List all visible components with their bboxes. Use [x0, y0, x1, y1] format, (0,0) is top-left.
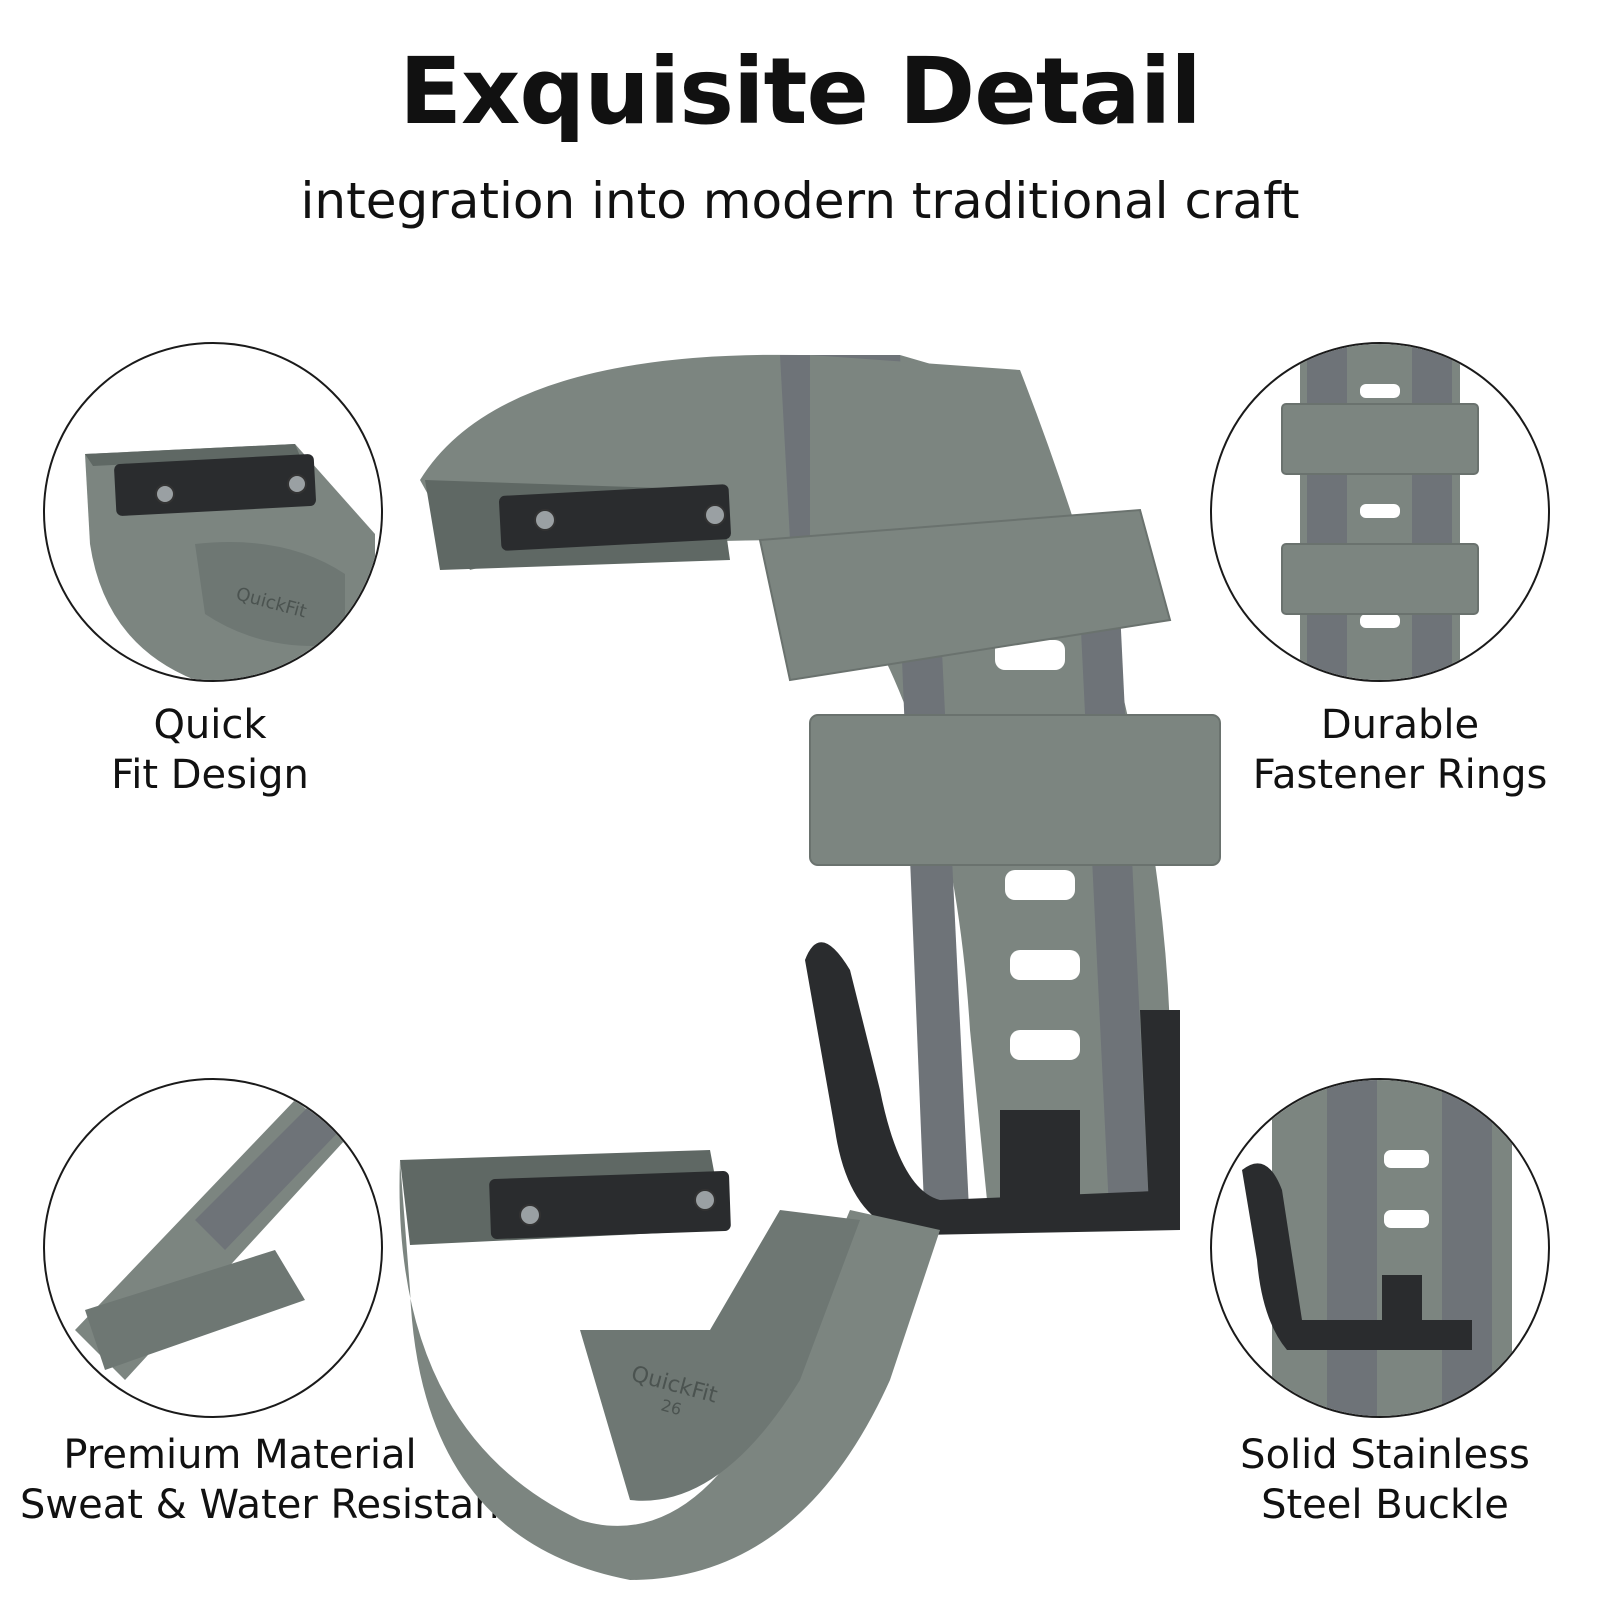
caption-quick-fit: Quick Fit Design [60, 700, 360, 800]
detail-circle-buckle [1210, 1078, 1550, 1418]
detail-circle-quick-fit: QuickFit [43, 342, 383, 682]
caption-quick-fit-line1: Quick [153, 702, 267, 748]
band-engraving-size: 26 [659, 1396, 684, 1420]
buckle-detail-image [1242, 1080, 1512, 1416]
caption-buckle-line2: Steel Buckle [1261, 1482, 1509, 1528]
caption-material-line2: Sweat & Water Resistant [20, 1482, 516, 1528]
quick-fit-detail-image: QuickFit [85, 444, 375, 680]
caption-material: Premium Material Sweat & Water Resistant [20, 1430, 516, 1530]
detail-circle-fastener [1210, 342, 1550, 682]
watch-band-image: QuickFit 26 [380, 330, 1260, 1590]
page-subtitle: integration into modern traditional craf… [300, 172, 1300, 230]
caption-fastener: Durable Fastener Rings [1235, 700, 1565, 800]
page-title: Exquisite Detail [399, 38, 1202, 145]
caption-fastener-line1: Durable [1320, 702, 1480, 748]
caption-material-line1: Premium Material [63, 1432, 417, 1478]
material-detail-image [75, 1100, 345, 1380]
caption-buckle: Solid Stainless Steel Buckle [1215, 1430, 1555, 1530]
caption-quick-fit-line2: Fit Design [111, 752, 309, 798]
caption-buckle-line1: Solid Stainless [1240, 1432, 1530, 1478]
fastener-detail-image [1281, 344, 1479, 680]
caption-fastener-line2: Fastener Rings [1252, 752, 1548, 798]
detail-circle-material [43, 1078, 383, 1418]
